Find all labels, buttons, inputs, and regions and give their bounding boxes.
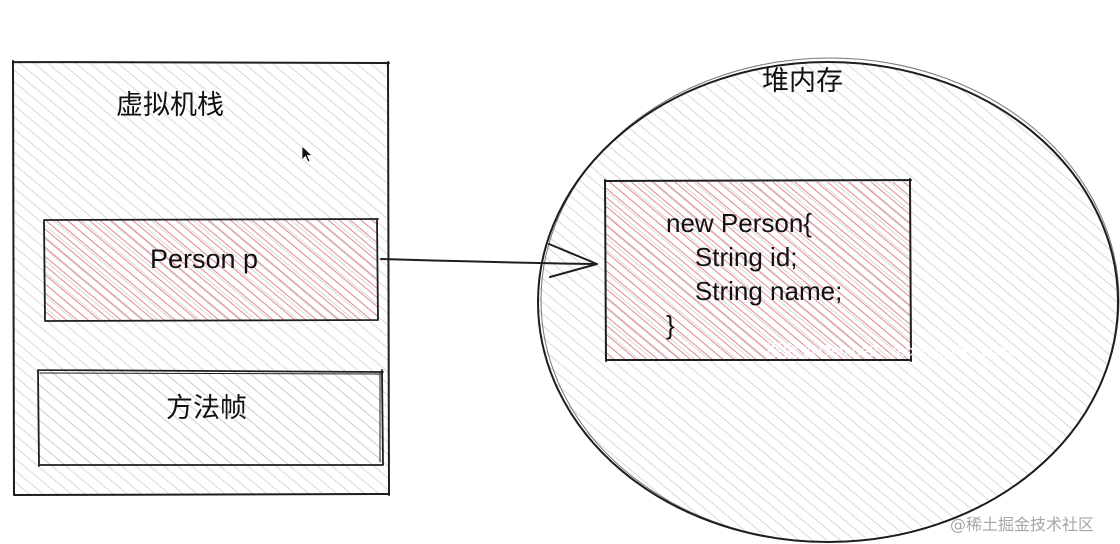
method-frame-box	[37, 369, 384, 467]
heap-object-code: new Person{ String id; String name; }	[666, 208, 843, 340]
reference-arrow	[380, 243, 598, 278]
jvm-stack-title: 虚拟机栈	[116, 90, 224, 121]
watermark-middle: 掘金 @Oshine2...n.cdn.pj1fxk.com	[766, 343, 1012, 360]
method-frame-label: 方法帧	[166, 393, 247, 424]
heap-object-box	[604, 178, 912, 362]
heap-title: 堆内存	[762, 66, 843, 97]
mouse-cursor-icon	[301, 145, 314, 163]
reference-variable-box	[43, 218, 379, 322]
watermark-bottom: @稀土掘金技术社区	[950, 515, 1095, 534]
reference-variable-label: Person p	[150, 244, 259, 274]
